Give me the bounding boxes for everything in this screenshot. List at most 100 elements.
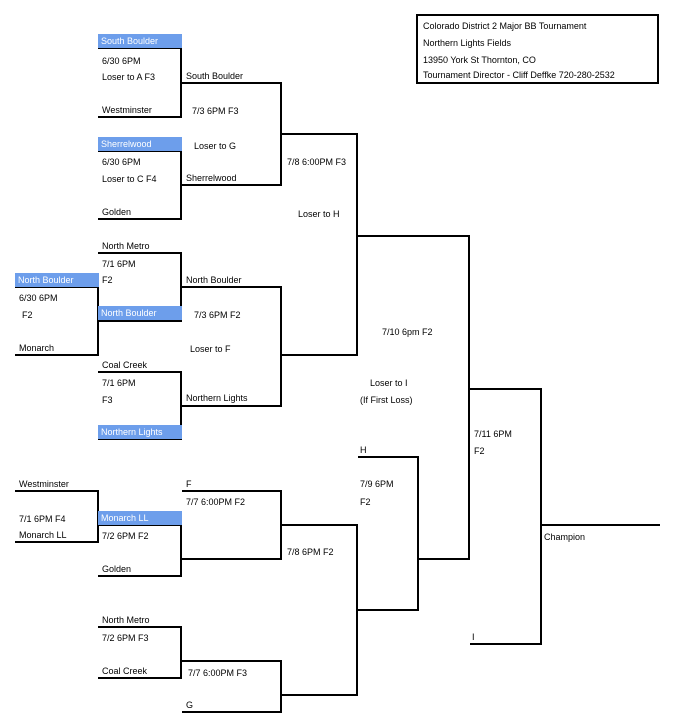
team-north-boulder-highlight: North Boulder (98, 306, 182, 320)
team-coal-creek: Coal Creek (102, 360, 148, 370)
game-field: F2 (360, 497, 371, 507)
bracket-line (280, 82, 282, 186)
bracket-line (280, 660, 282, 713)
team-westminster: Westminster (102, 105, 152, 115)
team-south-boulder-highlight: South Boulder (98, 34, 182, 48)
bracket-line (356, 133, 358, 356)
bracket-line (180, 47, 182, 118)
tournament-venue: Northern Lights Fields (423, 38, 512, 48)
bracket-line (15, 354, 99, 356)
bracket-line (98, 626, 182, 628)
bracket-line (182, 660, 282, 662)
team-monarch-ll-highlight: Monarch LL (98, 511, 182, 525)
game-field: F2 (102, 275, 113, 285)
game-date: 6/30 6PM (102, 56, 141, 66)
team-golden: Golden (102, 207, 132, 217)
team-north-metro: North Metro (102, 615, 150, 625)
bracket-line (98, 677, 182, 679)
bracket-line (180, 371, 182, 440)
bracket-line (98, 524, 182, 526)
bracket-line (15, 286, 99, 288)
game-date: 7/2 6PM F2 (102, 531, 149, 541)
game-time: 7/3 6PM F2 (194, 310, 241, 320)
slot-g: G (186, 700, 194, 710)
game-time: 7/8 6:00PM F3 (287, 157, 347, 167)
team-north-boulder: North Boulder (186, 275, 242, 285)
bracket-line (280, 286, 282, 407)
team-monarch: Monarch (19, 343, 55, 353)
team-golden: Golden (102, 564, 132, 574)
team-north-boulder-highlight: North Boulder (15, 273, 99, 287)
loser-condition-note: (If First Loss) (360, 395, 413, 405)
bracket-line (542, 524, 660, 526)
bracket-line (470, 388, 542, 390)
game-date: 7/2 6PM F3 (102, 633, 149, 643)
bracket-line (182, 82, 282, 84)
bracket-line (358, 456, 419, 458)
game-time: 7/8 6PM F2 (287, 547, 334, 557)
bracket-line (98, 575, 182, 577)
team-northern-lights-highlight: Northern Lights (98, 425, 182, 439)
bracket-line (98, 438, 182, 440)
bracket-line (356, 524, 358, 696)
tournament-title: Colorado District 2 Major BB Tournament (423, 21, 587, 31)
bracket-line (282, 524, 358, 526)
bracket-line (15, 490, 99, 492)
tournament-director: Tournament Director - Cliff Deffke 720-2… (423, 70, 615, 80)
bracket-line (98, 371, 182, 373)
bracket-line (468, 235, 470, 560)
tournament-info-box: Colorado District 2 Major BB Tournament … (416, 14, 659, 84)
game-field: F2 (474, 446, 485, 456)
game-field: F3 (102, 395, 113, 405)
team-south-boulder: South Boulder (186, 71, 244, 81)
bracket-line (182, 184, 282, 186)
game-time: 7/3 6PM F3 (192, 106, 239, 116)
slot-i: I (472, 632, 475, 642)
champion-label: Champion (544, 532, 586, 542)
bracket-line (182, 711, 282, 713)
bracket-line (180, 524, 182, 577)
bracket-line (182, 490, 282, 492)
tournament-address: 13950 York St Thornton, CO (423, 55, 536, 65)
loser-note: Loser to H (298, 209, 340, 219)
game-time: 7/7 6:00PM F2 (186, 497, 246, 507)
loser-note: Loser to G (194, 141, 237, 151)
loser-note: Loser to I (370, 378, 408, 388)
bracket-line (98, 252, 182, 254)
game-date: 7/1 6PM (102, 259, 136, 269)
bracket-line (15, 541, 99, 543)
team-coal-creek: Coal Creek (102, 666, 148, 676)
bracket-line (182, 286, 282, 288)
bracket-line (180, 150, 182, 220)
bracket-line (419, 558, 470, 560)
bracket-line (182, 405, 282, 407)
bracket-line (98, 150, 182, 152)
bracket-line (182, 558, 282, 560)
loser-note: Loser to F (190, 344, 231, 354)
team-monarch-ll: Monarch LL (19, 530, 67, 540)
slot-f: F (186, 479, 192, 489)
team-sherrelwood-highlight: Sherrelwood (98, 137, 182, 151)
bracket-line (280, 490, 282, 560)
team-northern-lights: Northern Lights (186, 393, 248, 403)
game-time: 7/7 6:00PM F3 (188, 668, 248, 678)
game-date: 6/30 6PM (19, 293, 58, 303)
bracket-line (282, 694, 358, 696)
bracket-line (358, 235, 470, 237)
bracket-line (180, 626, 182, 679)
bracket-line (98, 218, 182, 220)
bracket-line (282, 133, 358, 135)
team-north-metro: North Metro (102, 241, 150, 251)
game-date: 7/9 6PM (360, 479, 394, 489)
bracket-line (282, 354, 358, 356)
slot-h: H (360, 445, 367, 455)
loser-note: Loser to A F3 (102, 72, 156, 82)
bracket-line (417, 456, 419, 611)
bracket-line (98, 320, 182, 322)
team-westminster: Westminster (19, 479, 69, 489)
bracket-line (540, 388, 542, 645)
game-time: 7/10 6pm F2 (382, 327, 433, 337)
game-date: 7/1 6PM (102, 378, 136, 388)
bracket-line (180, 252, 182, 322)
bracket-line (470, 643, 542, 645)
